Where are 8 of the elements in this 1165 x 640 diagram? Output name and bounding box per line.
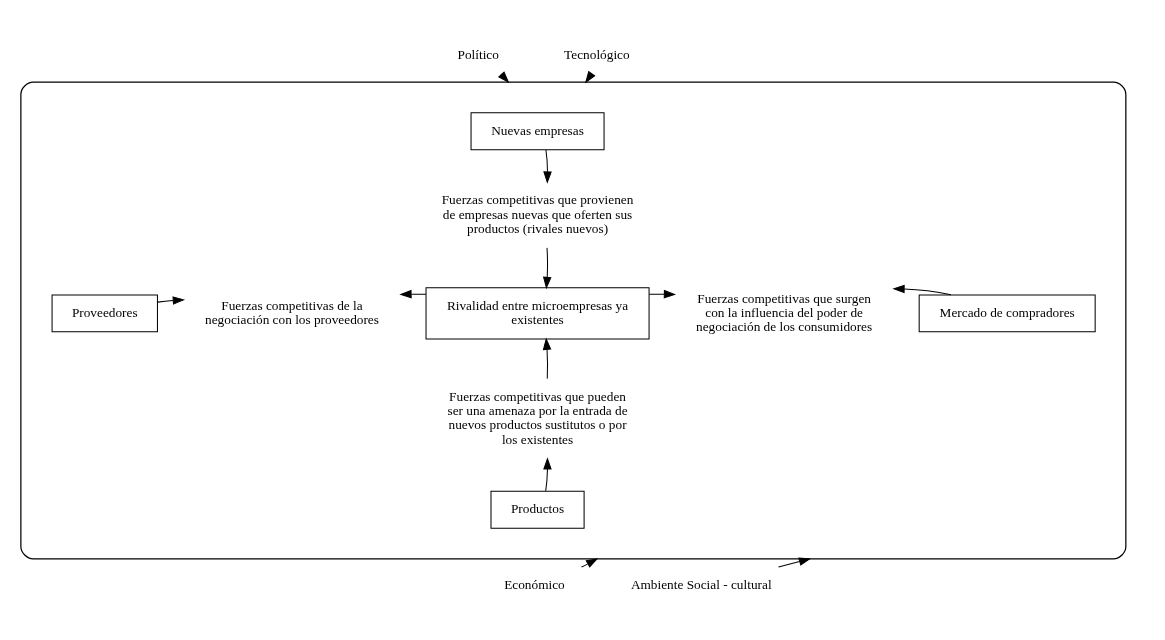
node-text: Económico [504,576,565,592]
node-text: Ambiente Social - cultural [630,576,772,592]
node-text: Fuerzas competitivas que pueden ser una amenaza por la entrada de nuevos productos sustitutos o por los existentes [447,388,628,447]
node-text: Tecnológico [564,46,630,62]
node-text: Político [457,46,499,62]
node-text: Fuerzas competitivas que provienen de empresas nuevas que oferten sus productos (rivales nuevos) [441,191,634,236]
node-text: Fuerzas competitivas que surgen con la influencia del poder de negociación de los consumidores [696,289,873,334]
node-text: Fuerzas competitivas de la negociación con los proveedores [205,297,379,327]
